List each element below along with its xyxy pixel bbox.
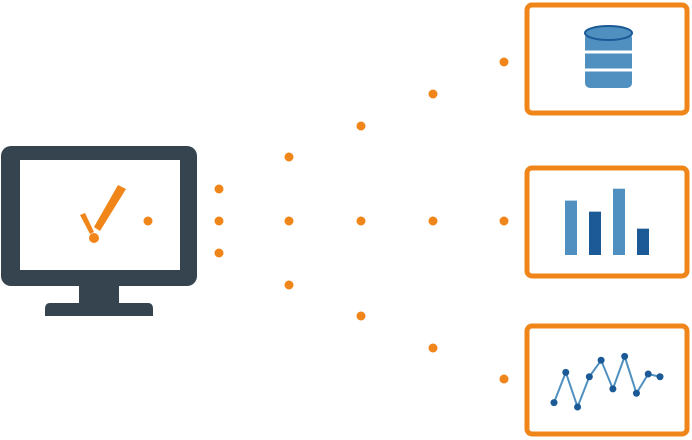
connector-dot bbox=[284, 152, 294, 162]
monitor-screen bbox=[20, 160, 180, 270]
connector-dot bbox=[356, 216, 366, 226]
exclamation-icon bbox=[80, 185, 126, 243]
monitor-neck bbox=[79, 283, 119, 303]
bar-chart-icon bbox=[565, 188, 649, 255]
connector-dot bbox=[428, 343, 438, 353]
connector-dots bbox=[143, 57, 509, 384]
monitor-stand bbox=[45, 303, 153, 316]
bar-chart-box-frame bbox=[524, 165, 690, 279]
database-body bbox=[585, 33, 632, 88]
line-point bbox=[550, 399, 558, 407]
connector-dot bbox=[284, 280, 294, 290]
line-point bbox=[644, 370, 652, 378]
connector-dot bbox=[284, 216, 294, 226]
connector-dot bbox=[499, 216, 509, 226]
line-chart-icon bbox=[550, 352, 664, 411]
connector-dot bbox=[214, 216, 224, 226]
line-point bbox=[562, 368, 570, 376]
line-point bbox=[632, 389, 640, 397]
database-icon bbox=[584, 25, 633, 88]
connector-dot bbox=[356, 121, 366, 131]
bar bbox=[589, 211, 601, 255]
bar bbox=[637, 228, 649, 255]
line-point bbox=[621, 352, 629, 360]
line-point bbox=[609, 385, 617, 393]
database-box bbox=[524, 2, 690, 116]
bar-chart-box bbox=[524, 165, 690, 279]
connector-dot bbox=[428, 89, 438, 99]
line-chart-box bbox=[524, 323, 690, 437]
line-point bbox=[656, 373, 664, 381]
line-series bbox=[553, 353, 661, 410]
line-chart-box-frame bbox=[524, 323, 690, 437]
database-top-rim bbox=[584, 25, 633, 41]
exclamation-stroke-left bbox=[80, 213, 94, 234]
connector-dot bbox=[499, 374, 509, 384]
database-top bbox=[585, 26, 632, 40]
bar bbox=[565, 200, 577, 255]
connector-dot bbox=[143, 216, 153, 226]
exclamation-stroke-right bbox=[94, 185, 126, 231]
monitor-icon bbox=[1, 146, 197, 316]
connector-dot bbox=[214, 248, 224, 258]
line-point bbox=[597, 356, 605, 364]
connector-dot bbox=[214, 184, 224, 194]
connector-dot bbox=[499, 57, 509, 67]
bar bbox=[613, 188, 625, 255]
exclamation-dot bbox=[89, 233, 99, 243]
connector-dot bbox=[356, 311, 366, 321]
line-point bbox=[585, 373, 593, 381]
connector-dot bbox=[428, 216, 438, 226]
line-point bbox=[574, 403, 582, 411]
